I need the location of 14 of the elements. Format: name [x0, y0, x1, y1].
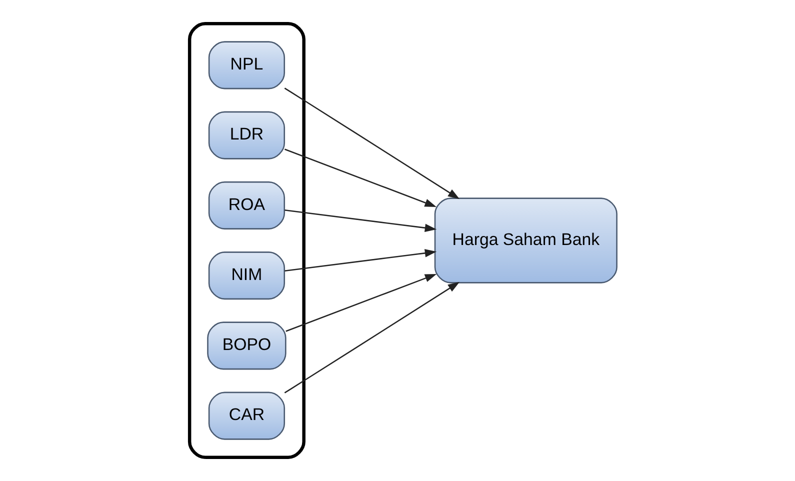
node-box: NIM: [208, 252, 285, 300]
arrow: [285, 274, 436, 332]
arrow: [284, 249, 436, 272]
cluster: [187, 22, 305, 459]
arrow: [284, 88, 460, 200]
node-box: ROA: [208, 181, 285, 230]
node-box: Harga Saham Bank: [434, 198, 617, 284]
arrow: [284, 209, 436, 232]
arrow: [284, 148, 436, 207]
node-box: CAR: [208, 392, 285, 440]
node-box: BOPO: [206, 322, 286, 370]
arrow: [284, 282, 460, 394]
node-box: LDR: [208, 111, 285, 160]
node-box: NPL: [208, 41, 285, 90]
